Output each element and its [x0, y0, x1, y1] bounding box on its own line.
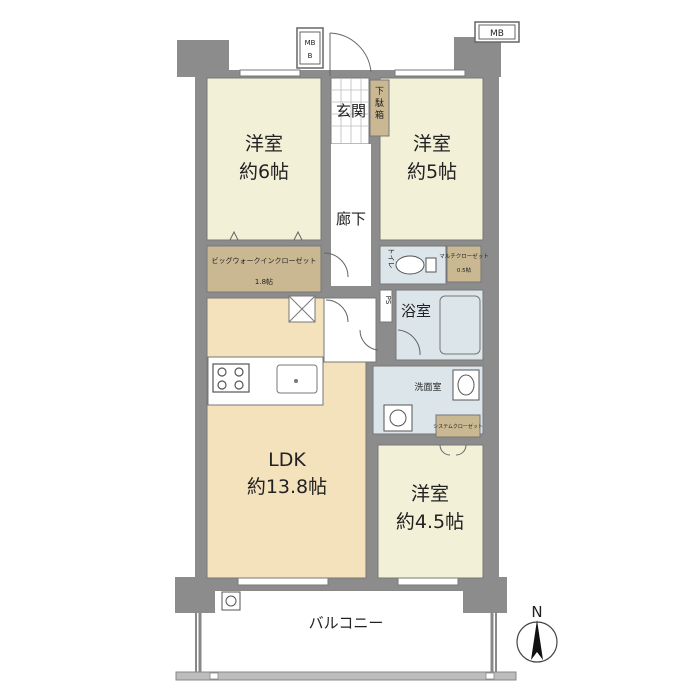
- svg-text:MB: MB: [490, 29, 504, 39]
- western-room-6: [206, 77, 322, 241]
- stove-icon: [212, 363, 250, 393]
- toilet-label: トイレ: [387, 248, 395, 269]
- ldk-label: LDK: [268, 449, 306, 471]
- multi-closet: [446, 245, 482, 283]
- shoe-box-label: 下駄箱: [375, 87, 384, 121]
- meter-box-left: MB B: [296, 27, 324, 69]
- room-size-western45: 約4.5帖: [396, 511, 464, 533]
- western-room-45: [377, 444, 484, 579]
- walk-in-label: ビッグウォークインクローゼット: [212, 256, 317, 265]
- door-swings: [229, 32, 467, 456]
- svg-text:MB: MB: [305, 39, 316, 47]
- hallway-label: 廊下: [336, 210, 366, 228]
- system-closet: [435, 414, 481, 438]
- balcony: [175, 589, 517, 681]
- entrance-tile-grid: [331, 78, 369, 144]
- ps-label: PS: [384, 296, 392, 305]
- toilet-fixture: [395, 255, 437, 275]
- entrance-label: 玄関: [336, 102, 366, 120]
- balcony-label: バルコニー: [309, 614, 384, 632]
- bathtub: [439, 295, 481, 355]
- ps-shaft: [379, 289, 393, 323]
- compass-north-label: N: [531, 603, 542, 621]
- system-closet-label: システムクローゼット: [433, 423, 483, 430]
- washing-machine: [383, 404, 413, 432]
- washbasin-fixture: [452, 369, 480, 401]
- windows: [237, 69, 466, 586]
- room-label-western45: 洋室: [411, 483, 449, 505]
- room-label-western6: 洋室: [245, 133, 283, 155]
- walk-in-closet: [206, 245, 322, 293]
- kitchen-counter: [207, 356, 324, 406]
- hallway: [331, 144, 371, 286]
- western-room-5: [379, 77, 484, 241]
- pantry-cross: [288, 295, 316, 323]
- bath-label: 浴室: [401, 302, 431, 320]
- shoe-box: [369, 79, 390, 137]
- room-size-western6: 約6帖: [239, 161, 289, 183]
- meter-box-right: MB: [474, 21, 520, 43]
- room-size-western5: 約5帖: [407, 161, 457, 183]
- compass-icon: N: [516, 603, 558, 663]
- multi-closet-size: 0.5帖: [457, 266, 472, 274]
- room-label-western5: 洋室: [413, 133, 451, 155]
- walk-in-size: 1.8帖: [255, 277, 273, 286]
- ldk-size: 約13.8帖: [247, 476, 327, 498]
- washroom-label: 洗面室: [414, 381, 441, 393]
- drain-icon: [221, 591, 241, 611]
- hall-lower: [323, 297, 377, 363]
- svg-text:B: B: [308, 52, 313, 60]
- multi-closet-label: マルチクローゼット: [439, 252, 489, 260]
